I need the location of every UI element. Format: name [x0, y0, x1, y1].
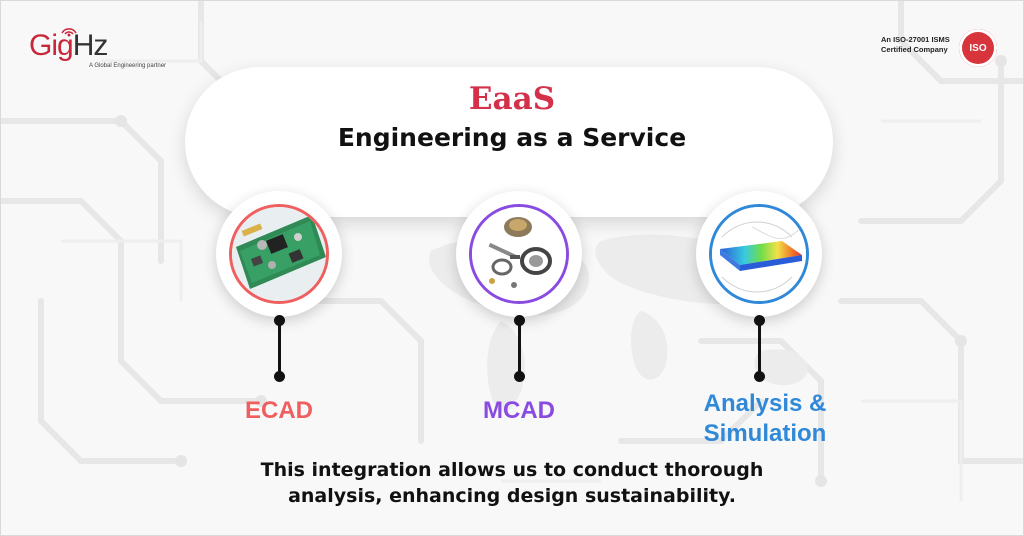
mcad-label[interactable]: MCAD [483, 397, 555, 424]
analysis-connector-top [754, 315, 765, 326]
iso-line-1: An ISO-27001 ISMS [881, 35, 950, 44]
iso-certification: An ISO-27001 ISMS Certified Company ISO [881, 29, 1001, 69]
page-title: EaaS [468, 81, 556, 117]
footer-text: This integration allows us to conduct th… [1, 457, 1023, 509]
mcad-ring [469, 204, 569, 304]
analysis-label[interactable]: Analysis & Simulation [691, 389, 839, 449]
logo-wordmark: GigHz [29, 29, 108, 62]
ecad-connector-bottom [274, 371, 285, 382]
simulation-heatmap-icon [712, 207, 806, 301]
mcad-node[interactable] [456, 191, 582, 317]
analysis-connector-line [758, 321, 761, 375]
mcad-connector-line [518, 321, 521, 375]
iso-seal-text: ISO [969, 42, 987, 54]
page-subtitle: Engineering as a Service [337, 123, 687, 152]
mechanical-parts-icon [472, 207, 566, 301]
iso-seal-icon: ISO [959, 29, 997, 67]
ecad-label[interactable]: ECAD [244, 397, 313, 424]
signal-icon [61, 28, 77, 37]
footer-line-2: analysis, enhancing design sustainabilit… [288, 485, 736, 507]
analysis-connector-bottom [754, 371, 765, 382]
circuit-board-icon [232, 207, 326, 301]
analysis-node[interactable] [696, 191, 822, 317]
logo-tagline: A Global Engineering partner [89, 63, 167, 69]
ecad-connector-line [278, 321, 281, 375]
analysis-ring [709, 204, 809, 304]
mcad-connector-bottom [514, 371, 525, 382]
iso-line-2: Certified Company [881, 45, 948, 54]
analysis-label-line-1: Analysis & [703, 390, 827, 417]
ecad-connector-top [274, 315, 285, 326]
gighz-logo[interactable]: GigHz A Global Engineering partner [29, 23, 166, 71]
ecad-ring [229, 204, 329, 304]
iso-text: An ISO-27001 ISMS Certified Company [881, 35, 961, 55]
footer-line-1: This integration allows us to conduct th… [260, 459, 764, 481]
analysis-label-line-2: Simulation [703, 420, 827, 447]
mcad-connector-top [514, 315, 525, 326]
ecad-node[interactable] [216, 191, 342, 317]
